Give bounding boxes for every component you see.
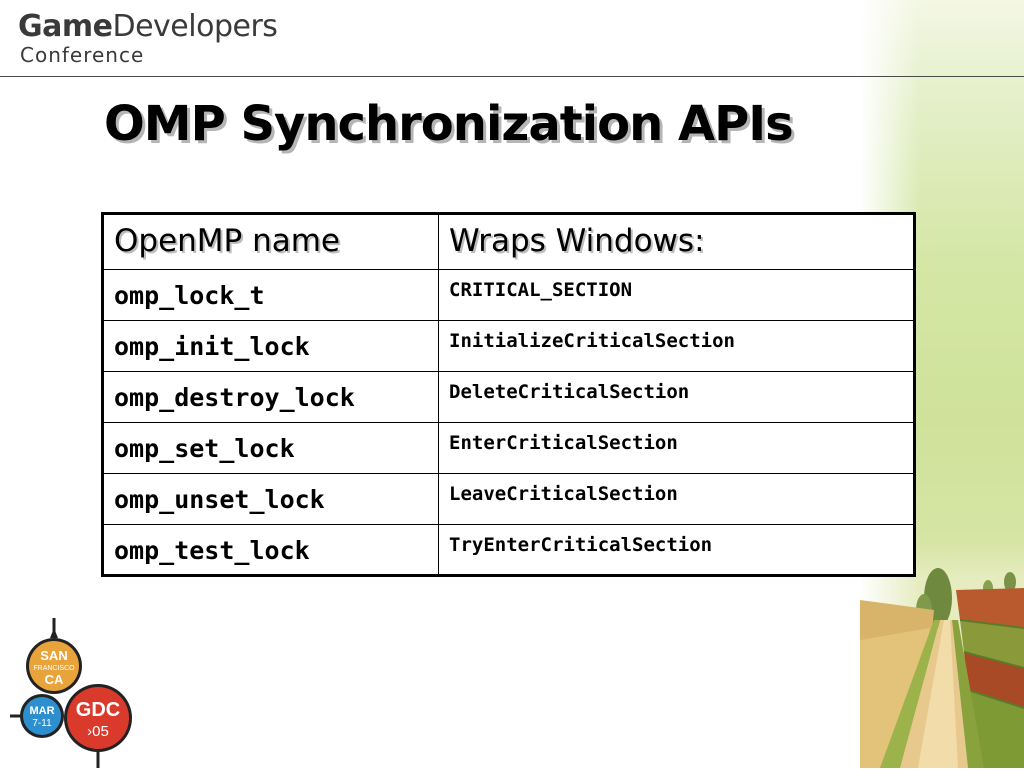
windows-api-cell: TryEnterCriticalSection [438,524,915,576]
header-openmp-name: OpenMP name [102,213,439,270]
location-badge: SAN FRANCISCO CA [26,638,82,694]
windows-api-cell: CRITICAL_SECTION [438,269,915,321]
table-row: omp_init_lock InitializeCriticalSection [102,320,915,372]
event-badge: GDC ›05 [64,684,132,768]
location-badge-line3: CA [45,672,64,687]
openmp-name-cell: omp_lock_t [102,269,439,321]
logo-wordmark: GameDevelopers [18,9,278,44]
location-badge-line2: FRANCISCO [33,665,75,672]
landscape-background [860,0,1024,768]
header-wraps-windows: Wraps Windows: [438,213,915,270]
dates-badge-line1: MAR [29,705,54,717]
openmp-name-cell: omp_destroy_lock [102,371,439,423]
location-badge-line1: SAN [40,648,67,663]
windows-api-cell: InitializeCriticalSection [438,320,915,372]
gdc-logo: GameDevelopers Conference [18,9,278,67]
api-mapping-table: OpenMP name Wraps Windows: omp_lock_t CR… [101,212,916,577]
logo-game-text: Game [18,9,113,44]
logo-conference-text: Conference [20,43,145,67]
table-row: omp_destroy_lock DeleteCriticalSection [102,371,915,423]
openmp-name-cell: omp_init_lock [102,320,439,372]
table-row: omp_lock_t CRITICAL_SECTION [102,269,915,321]
windows-api-cell: LeaveCriticalSection [438,473,915,525]
slide-title: OMP Synchronization APIs [104,96,794,152]
location-badge-circle [29,641,79,691]
table-row: omp_unset_lock LeaveCriticalSection [102,473,915,525]
header-divider [0,76,1024,77]
openmp-name-cell: omp_unset_lock [102,473,439,525]
dates-badge-circle [23,697,61,735]
table-row: omp_test_lock TryEnterCriticalSection [102,524,915,576]
dates-badge: MAR 7-11 [10,694,64,738]
table-header-row: OpenMP name Wraps Windows: [102,213,915,270]
table-row: omp_set_lock EnterCriticalSection [102,422,915,474]
event-badge-line2: ›05 [87,723,109,740]
event-badge-line1: GDC [76,699,120,721]
windows-api-cell: EnterCriticalSection [438,422,915,474]
gdc-event-badges: SAN FRANCISCO CA MAR 7-11 GDC ›05 [10,618,140,768]
openmp-name-cell: omp_set_lock [102,422,439,474]
dates-badge-line2: 7-11 [32,718,52,729]
event-badge-circle [67,687,129,749]
openmp-name-cell: omp_test_lock [102,524,439,576]
windows-api-cell: DeleteCriticalSection [438,371,915,423]
logo-developers-text: Developers [112,9,278,44]
